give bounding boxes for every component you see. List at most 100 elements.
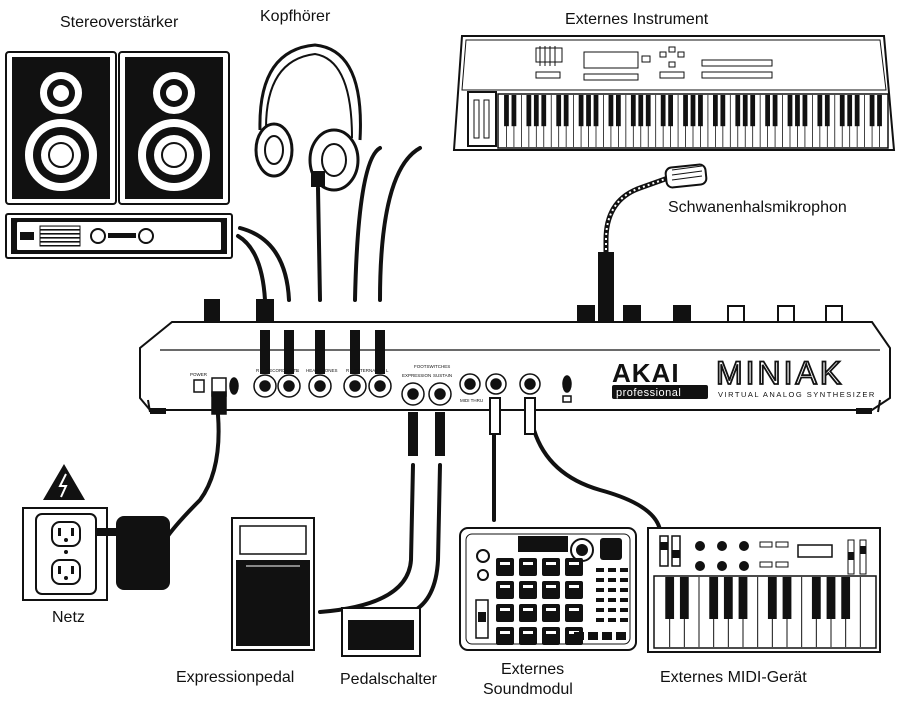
black-key <box>709 577 719 619</box>
cable-midi-in <box>532 428 662 532</box>
black-key <box>826 577 836 619</box>
stereo-speakers <box>5 51 230 205</box>
black-key <box>683 95 688 127</box>
black-key <box>698 95 703 127</box>
cable-expression <box>318 463 415 614</box>
pad-label-strip <box>523 608 533 611</box>
black-key <box>738 577 748 619</box>
pad <box>542 627 560 645</box>
pad-label-strip <box>523 631 533 634</box>
black-key <box>772 95 778 127</box>
synth-brand: AKAI <box>612 358 680 388</box>
speaker-right <box>118 51 230 205</box>
black-key <box>847 95 853 127</box>
black-key <box>795 95 800 127</box>
pad-label-strip <box>546 631 556 634</box>
label-pedal-switch: Pedalschalter <box>340 671 438 688</box>
black-key <box>690 95 696 127</box>
external-instrument <box>452 35 896 151</box>
label-mains: Netz <box>52 609 85 626</box>
black-key <box>541 95 547 127</box>
synth-model: MINIAK <box>716 355 844 391</box>
miniak-synth: AKAI professional MINIAK VIRTUAL ANALOG … <box>139 299 891 456</box>
speaker-left <box>5 51 117 205</box>
external-midi-device <box>647 527 881 653</box>
black-key <box>735 95 741 127</box>
pad <box>496 558 514 576</box>
cable-sustain <box>410 463 442 614</box>
black-key <box>750 95 756 127</box>
cable-instr-r <box>353 146 382 302</box>
black-key <box>817 95 823 127</box>
pad <box>519 558 537 576</box>
label-external-midi-device: Externes MIDI-Gerät <box>660 669 807 686</box>
cable-headphones <box>316 186 322 302</box>
cable-plugs <box>260 330 536 456</box>
panel-label-footswitches: FOOTSWITCHES <box>414 364 450 369</box>
black-key <box>556 95 562 127</box>
sound-module-pads <box>496 558 583 645</box>
cable-power <box>163 413 221 542</box>
label-stereo-amp: Stereoverstärker <box>60 14 179 31</box>
pad-label-strip <box>500 562 510 565</box>
synth-model-sub: VIRTUAL ANALOG SYNTHESIZER <box>718 390 876 399</box>
black-key <box>824 95 830 127</box>
black-key <box>608 95 614 127</box>
black-key <box>660 95 666 127</box>
black-key <box>854 95 860 127</box>
black-key <box>638 95 644 127</box>
pad <box>565 558 583 576</box>
pad <box>565 604 583 622</box>
black-key <box>645 95 651 127</box>
panel-label-record: RECORD OUTS <box>266 368 299 373</box>
black-key <box>593 95 599 127</box>
cables <box>163 146 662 614</box>
pad <box>565 581 583 599</box>
black-key <box>668 95 674 127</box>
black-key <box>765 95 771 127</box>
pad-label-strip <box>546 562 556 565</box>
black-key <box>679 577 689 619</box>
black-key <box>841 577 851 619</box>
black-key <box>877 95 882 127</box>
rear-panel <box>193 373 572 415</box>
pedal-switch <box>341 607 421 657</box>
instrument-keys <box>504 95 882 147</box>
black-key <box>720 95 726 127</box>
pad <box>519 627 537 645</box>
pad-label-strip <box>569 585 579 588</box>
label-headphones: Kopfhörer <box>260 8 331 25</box>
panel-label-midi-thru: MIDI THRU <box>460 398 483 403</box>
black-key <box>811 577 821 619</box>
black-key <box>511 95 517 127</box>
panel-label-record-r: R <box>256 368 260 373</box>
label-gooseneck-mic: Schwanenhalsmikrophon <box>668 199 847 216</box>
black-key <box>578 95 584 127</box>
cable-amp-l <box>238 226 291 302</box>
black-key <box>723 577 733 619</box>
amplifier <box>5 213 233 259</box>
black-key <box>504 95 509 127</box>
gooseneck-microphone <box>598 163 708 324</box>
panel-label-sustain: SUSTAIN <box>433 373 452 378</box>
power-outlet <box>22 464 170 601</box>
label-sound-module-line1: Externes <box>501 661 564 678</box>
panel-label-headphones: HEADPHONES <box>306 368 338 373</box>
pad-label-strip <box>546 608 556 611</box>
pad <box>519 604 537 622</box>
pad <box>496 581 514 599</box>
black-key <box>630 95 636 127</box>
pad <box>496 627 514 645</box>
panel-label-ext-r: R <box>346 368 350 373</box>
cable-amp-r <box>236 234 267 302</box>
black-key <box>869 95 875 127</box>
black-key <box>802 95 808 127</box>
label-expression-pedal: Expressionpedal <box>176 669 294 686</box>
pad <box>542 604 560 622</box>
panel-label-external-in: EXTERNAL IN <box>354 368 383 373</box>
panel-label-record-l: L <box>296 368 299 373</box>
black-key <box>586 95 591 127</box>
pad-label-strip <box>500 608 510 611</box>
black-key <box>615 95 621 127</box>
